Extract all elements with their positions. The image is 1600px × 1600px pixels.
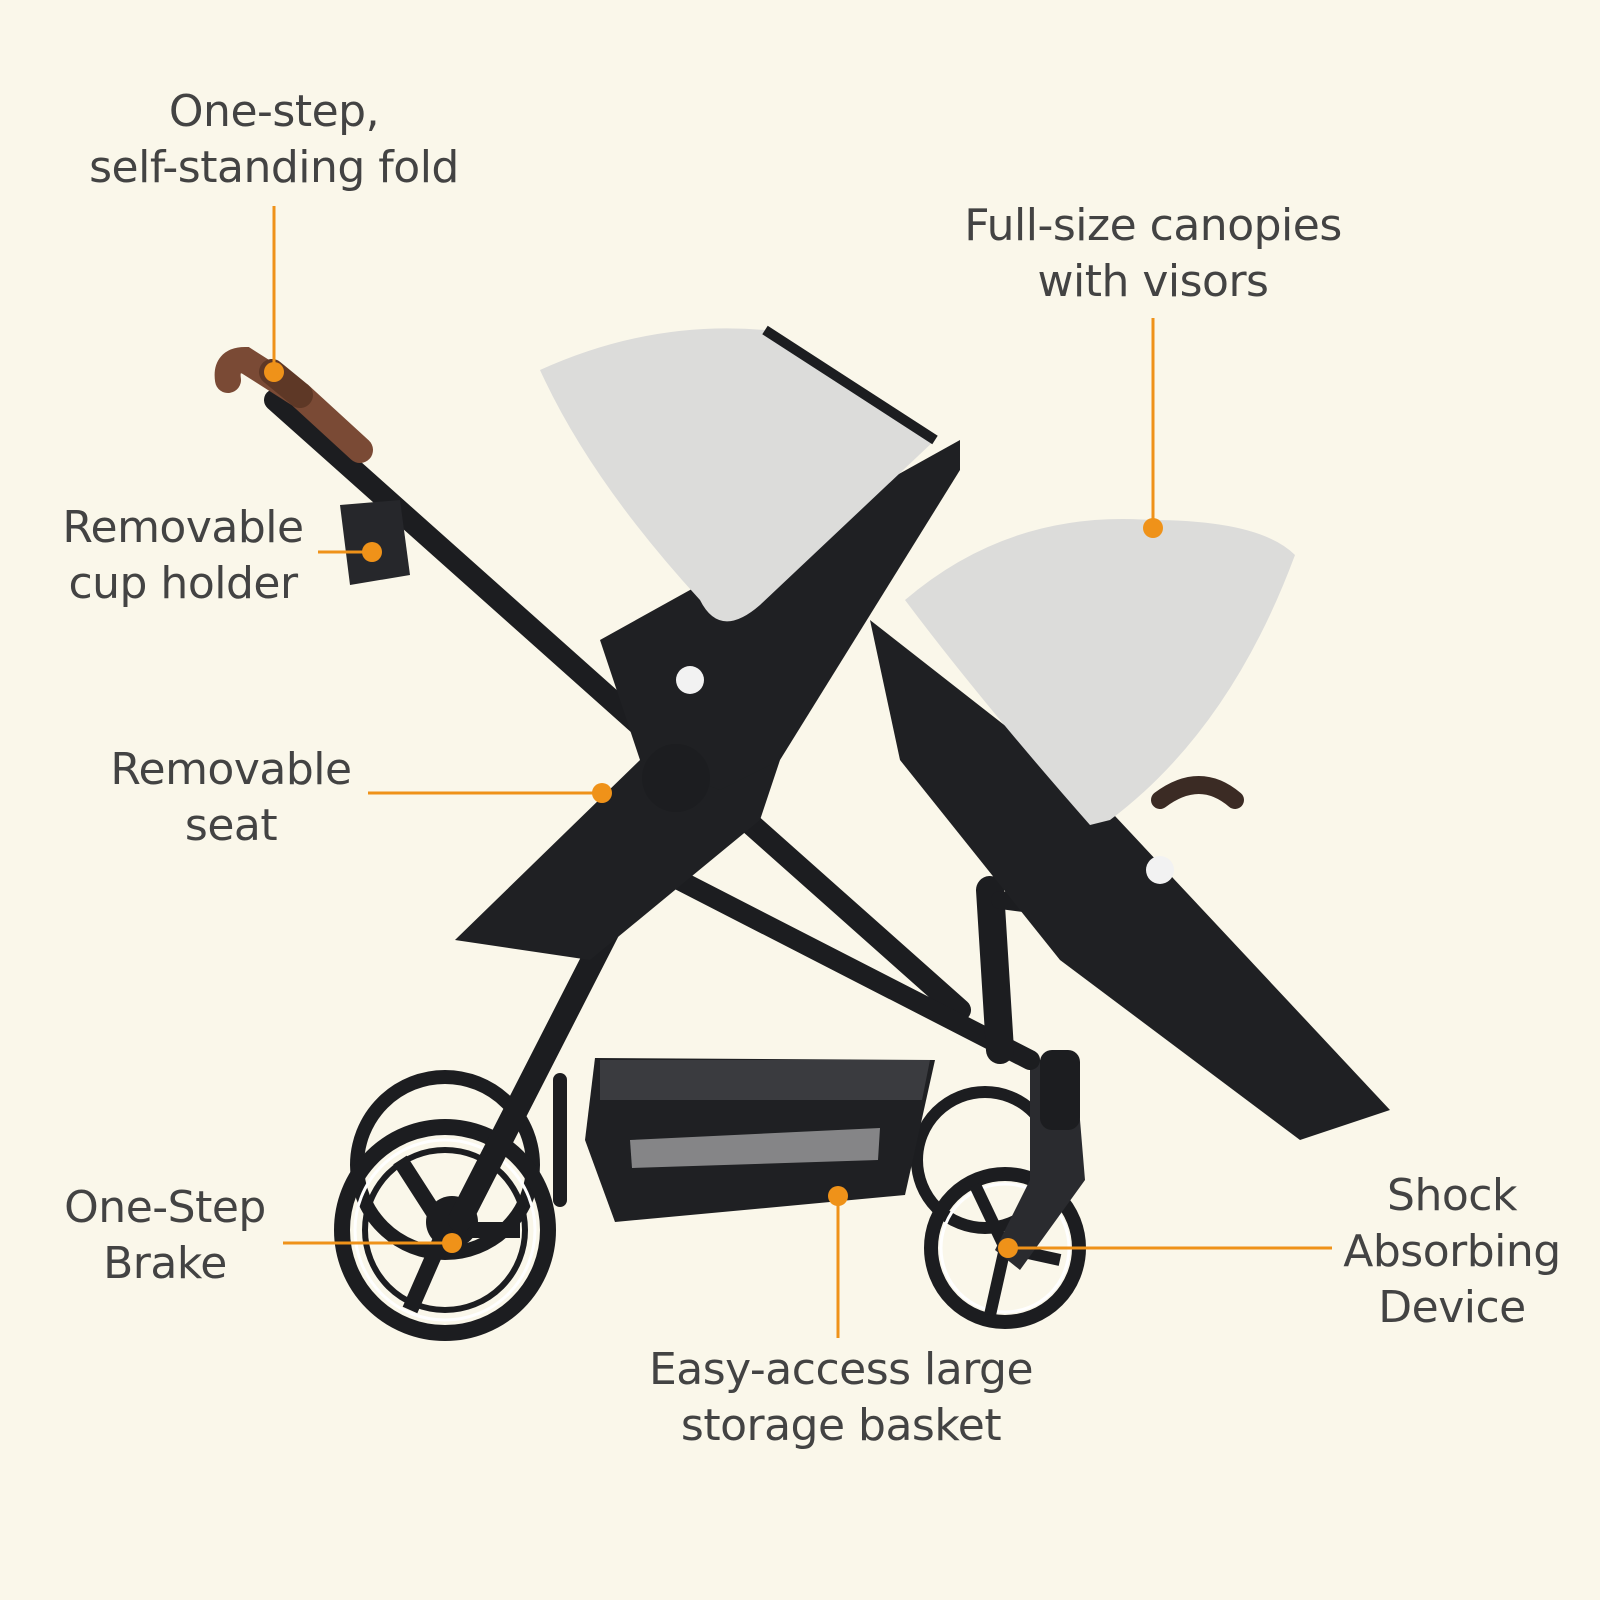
callout-shock-line-1: Shock	[1387, 1170, 1517, 1221]
lower-canopy	[905, 519, 1295, 825]
callout-shock-line-3: Device	[1378, 1282, 1526, 1333]
callout-cup-holder-line-2: cup holder	[68, 558, 298, 609]
callout-cup-holder-line-1: Removable	[62, 502, 304, 553]
callout-canopies: Full-size canopies with visors	[943, 198, 1363, 310]
front-wheel	[911, 1050, 1086, 1329]
callout-brake-line-1: One-Step	[64, 1182, 266, 1233]
upper-seat	[455, 325, 960, 960]
callout-fold: One-step, self-standing fold	[74, 84, 474, 196]
callout-seat-line-2: seat	[184, 800, 278, 851]
rear-wheel	[334, 1070, 556, 1341]
callout-brake: One-Step Brake	[50, 1180, 280, 1292]
storage-basket	[585, 1058, 935, 1222]
upper-canopy	[540, 328, 935, 622]
handlebar	[214, 346, 373, 463]
callout-fold-line-1: One-step,	[168, 86, 380, 137]
callout-brake-line-2: Brake	[103, 1238, 227, 1289]
callout-shock: Shock Absorbing Device	[1332, 1168, 1572, 1336]
callout-canopies-line-2: with visors	[1037, 256, 1269, 307]
callout-seat-line-1: Removable	[110, 744, 352, 795]
lower-seat	[870, 519, 1390, 1140]
callout-seat: Removable seat	[100, 742, 362, 854]
callout-basket-line-1: Easy-access large	[648, 1344, 1034, 1395]
callout-canopies-line-1: Full-size canopies	[964, 200, 1342, 251]
callout-markers	[264, 206, 1332, 1338]
callout-fold-line-2: self-standing fold	[89, 142, 459, 193]
callout-cup-holder: Removable cup holder	[52, 500, 314, 612]
callout-basket: Easy-access large storage basket	[636, 1342, 1046, 1454]
callout-basket-line-2: storage basket	[680, 1400, 1002, 1451]
seat-hub	[642, 744, 710, 812]
callout-shock-line-2: Absorbing	[1343, 1226, 1561, 1277]
